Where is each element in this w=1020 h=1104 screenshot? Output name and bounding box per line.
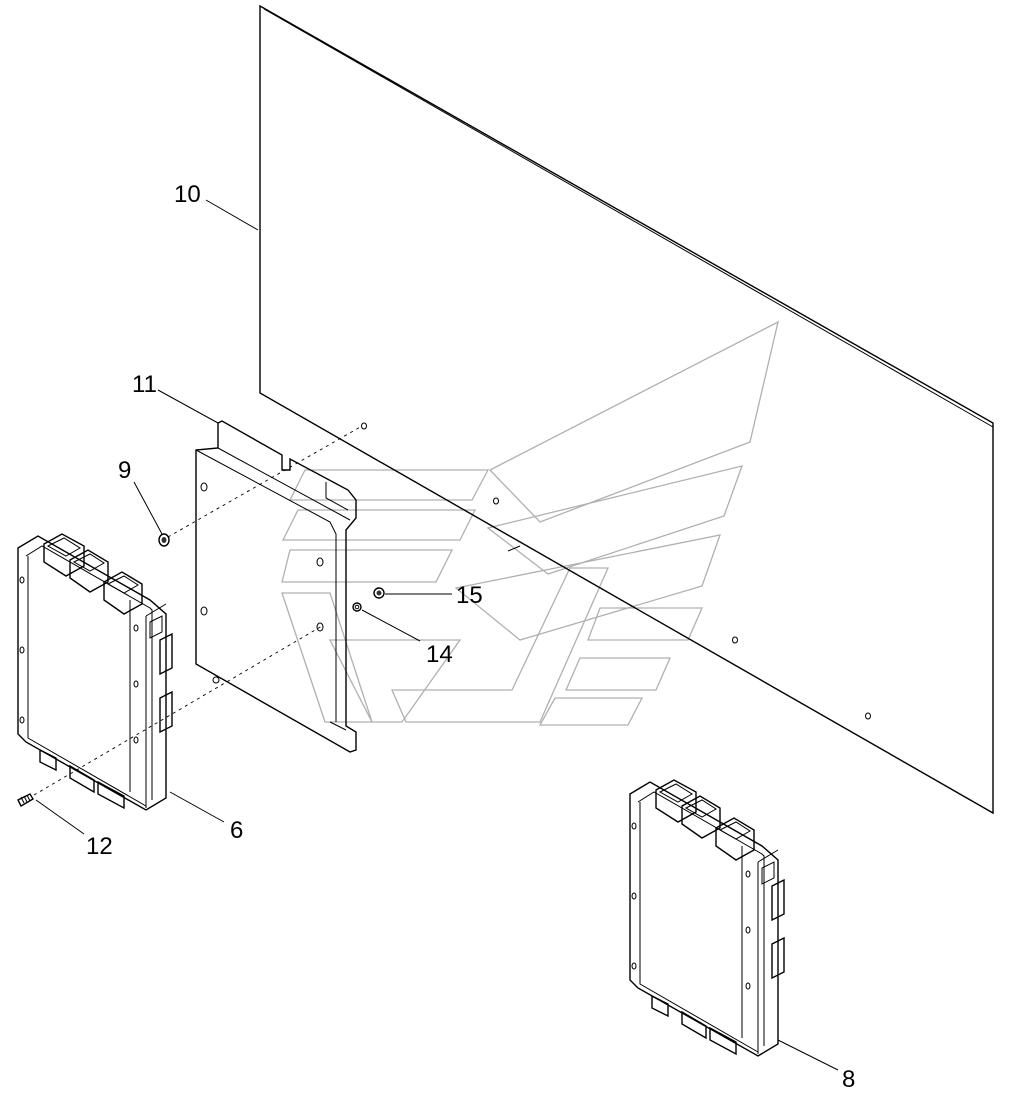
part-10-panel [259,4,994,815]
watermark-logo [281,320,779,726]
part-11-bracket [195,420,357,753]
assembly-lines [33,425,363,796]
part-9-nut [158,533,170,547]
callout-14: 14 [426,641,453,668]
callout-10: 10 [174,181,201,208]
part-8-controller-module [629,779,785,1057]
part-14-washer [352,602,362,612]
callout-15: 15 [456,582,483,609]
callout-9: 9 [118,457,131,484]
callout-12: 12 [86,833,113,860]
callout-labels: 10 11 9 15 14 6 12 8 [86,181,855,1093]
callout-11: 11 [132,371,157,398]
callout-6: 6 [230,817,243,844]
part-15-nut [373,587,385,599]
part-6-controller-module [17,533,173,811]
leader-lines [35,199,839,1071]
part-12-screw [17,793,34,807]
callout-8: 8 [842,1066,855,1093]
